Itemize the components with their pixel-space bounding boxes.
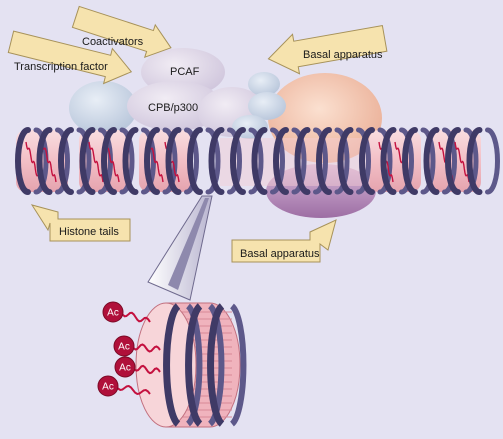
dna-coil-back-segment xyxy=(184,127,199,195)
transcription-factor-protein xyxy=(69,81,137,135)
acetylated-tail xyxy=(132,364,161,375)
dna-coil-front-segment xyxy=(165,127,182,195)
acetylated-tail xyxy=(131,343,161,353)
dna-coil-back-segment xyxy=(420,127,436,195)
dna-coil-back-segment xyxy=(399,127,414,195)
basal-apparatus-peach-protein xyxy=(268,73,382,163)
dna-coil-back-segment xyxy=(442,127,457,195)
zoom-dna-back-segment xyxy=(229,303,247,427)
histone-tail xyxy=(454,141,470,183)
acetyl-label: Ac xyxy=(119,363,131,374)
histone-tails-arrow xyxy=(30,204,131,242)
dna-coil-back-segment xyxy=(55,127,70,195)
acetyl-badge xyxy=(97,375,119,397)
dna-coil-back-segment xyxy=(377,127,393,195)
dna-coil-front-segment xyxy=(122,127,139,195)
dna-coil-back-segment xyxy=(141,127,156,195)
dna-coil-front-segment xyxy=(144,127,160,195)
acetylated-tail xyxy=(120,311,151,323)
pcaf-label: PCAF xyxy=(170,66,200,78)
dna-coil-front-segment xyxy=(466,127,483,195)
dna-coil-back-segment xyxy=(76,127,92,195)
dna-coil-back-segment xyxy=(334,127,350,195)
dna-coil-back-segment xyxy=(119,127,135,195)
basal-apparatus-top-label: Basal apparatus xyxy=(303,49,383,61)
dna-coil-front-segment xyxy=(187,127,203,195)
transcription-factor-arrow xyxy=(7,30,133,85)
zoom-dna-front-segment xyxy=(163,303,181,427)
zoom-dna-front-segment xyxy=(185,303,203,427)
dna-coil-front-segment xyxy=(316,127,332,195)
dna-coil-back-segment xyxy=(33,127,49,195)
dna-coil-front-segment xyxy=(79,127,96,195)
acetyl-label: Ac xyxy=(107,308,119,319)
dna-coil-back-segment xyxy=(162,127,178,195)
dna-coil-front-segment xyxy=(337,127,354,195)
histone-tail xyxy=(88,141,104,183)
dna-coil-front-segment xyxy=(251,127,268,195)
dna-coil-front-segment xyxy=(208,127,225,195)
dna-coil-front-segment xyxy=(380,127,397,195)
dna-coil-back-segment xyxy=(356,127,371,195)
dna-coil-front xyxy=(15,127,483,195)
dna-coil-back-segment xyxy=(291,127,307,195)
labels: Coactivators Transcription factor Basal … xyxy=(14,36,383,260)
histone-tail xyxy=(41,141,57,183)
dna-coil-back-segment xyxy=(485,127,500,195)
dna-coil-front-segment xyxy=(445,127,461,195)
dna-coil-front-segment xyxy=(230,127,246,195)
histone-tail xyxy=(148,141,164,183)
acetyl-label: Ac xyxy=(118,342,130,353)
coactivators-label: Coactivators xyxy=(82,36,144,48)
zoom-dna-front xyxy=(163,303,225,427)
callout-arrows xyxy=(7,5,388,263)
dna-coil-front-segment xyxy=(58,127,74,195)
zoom-histone-tails xyxy=(115,311,161,396)
histone-tails-label: Histone tails xyxy=(59,226,119,238)
basal-apparatus-bottom-label: Basal apparatus xyxy=(240,248,320,260)
dna-coil-back-segment xyxy=(205,127,221,195)
basal-subunit-blue-2 xyxy=(248,92,286,120)
dna-coil-front-segment xyxy=(273,127,289,195)
zoom-cone-shadow xyxy=(168,198,209,290)
dna-coil-front-segment xyxy=(359,127,375,195)
acetylated-tail xyxy=(115,384,151,396)
dna-coil-front-segment xyxy=(423,127,440,195)
dna-coil-back-segment xyxy=(463,127,479,195)
coactivators-arrow xyxy=(71,5,172,58)
acetyl-badge xyxy=(114,356,136,378)
transcription-factor-label: Transcription factor xyxy=(14,61,108,73)
dna-coil-front-segment xyxy=(15,127,31,195)
dna-coil-back xyxy=(33,127,500,195)
basal-apparatus-bottom-arrow xyxy=(231,219,337,263)
acetyl-label: Ac xyxy=(102,382,114,393)
basal-apparatus-top-arrow xyxy=(267,24,388,75)
dna-coil-front-segment xyxy=(294,127,311,195)
dna-coil-front-segment xyxy=(402,127,418,195)
dna-coil-back-segment xyxy=(270,127,285,195)
cpb-p300-protein xyxy=(127,81,223,131)
dna-coil-back-segment xyxy=(248,127,264,195)
dna-coil-front-segment xyxy=(36,127,53,195)
zoom-dna-front-segment xyxy=(207,303,225,427)
acetyl-badge xyxy=(102,301,124,323)
acetyl-badge xyxy=(113,335,135,357)
basal-subunit-blue-1 xyxy=(248,72,280,96)
dna-coil-back-segment xyxy=(313,127,328,195)
cpb-p300-label: CPB/p300 xyxy=(148,102,198,114)
dna-coil-front-segment xyxy=(101,127,117,195)
dna-coil-back-segment xyxy=(227,127,242,195)
